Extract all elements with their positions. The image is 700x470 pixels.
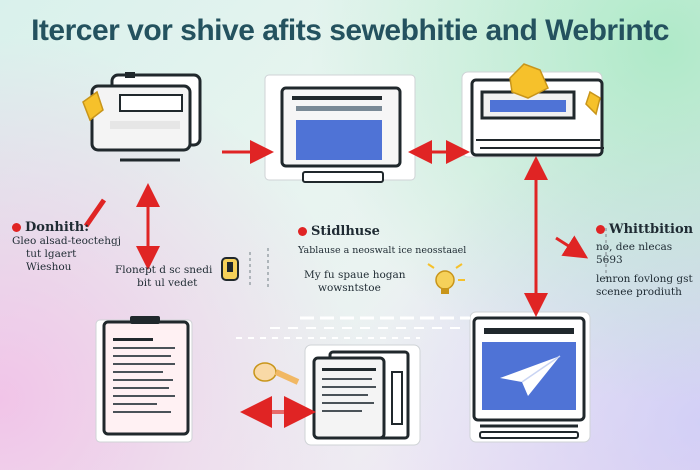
label-right: Whittbition no, dee nlecas 5693 lenron f… [596,222,696,299]
label-right-line-2: lenron fovlong gst [596,273,693,285]
browser-stack-icon [461,63,604,158]
label-left-heading: Donhith: [25,220,90,235]
label-center-heading: Stidlhuse [311,224,380,239]
label-left-line-2: tut lgaert [26,248,77,260]
label-right-line-3: scenee prodiuth [596,286,682,298]
label-left-line-3: Wieshou [26,261,72,273]
overlapping-pages-icon [304,344,421,446]
document-page-icon [95,316,193,443]
label-center-line-3: wowsntstoe [318,282,381,294]
dashed-connectors [236,228,607,339]
label-right-heading: Whittbition [609,222,694,237]
label-left: Donhith: Gleo alsad-teoctehgj tut lgaert… [12,220,122,274]
bullet-icon [12,223,21,232]
paper-plane-screen-icon [469,311,591,443]
label-left-mid-line-1: Flonept d sc snedi [115,264,213,276]
document-monitor-icon [82,72,202,162]
page-title: Itercer vor shive afits sewebhitie and W… [31,14,669,47]
key-icon [253,362,300,385]
label-center-line-1: Yablause a neoswalt ice neosstaael [298,245,467,256]
label-left-mid: Flonept d sc snedi bit ul vedet [115,264,225,290]
label-right-line-1: no, dee nlecas 5693 [596,241,673,266]
lightbulb-icon [427,263,465,294]
bullet-icon [298,227,307,236]
label-left-mid-line-2: bit ul vedet [137,277,198,289]
label-left-line-1: Gleo alsad-teoctehgj [12,235,121,247]
connector-arrows [83,140,589,428]
badge-icon [221,257,239,281]
label-center: Stidlhuse Yablause a neoswalt ice neosst… [298,224,468,295]
bullet-icon [596,225,605,234]
web-browser-window-icon [264,74,416,183]
label-center-line-2: My fu spaue hogan [304,269,406,281]
